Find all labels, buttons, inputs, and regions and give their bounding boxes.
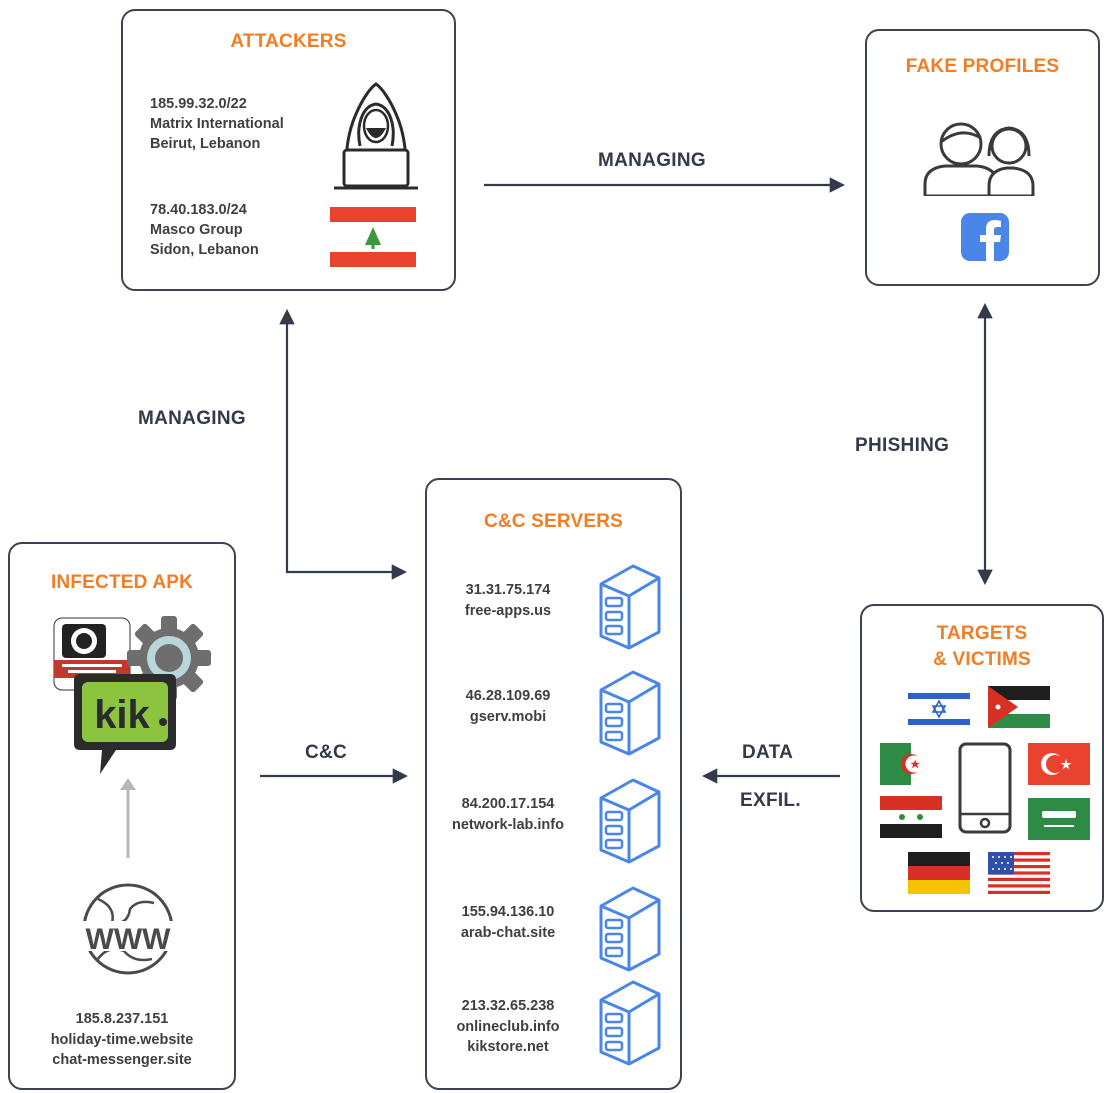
algeria-flag-icon (880, 743, 942, 785)
camera-app-icon (53, 617, 131, 691)
server-icon (593, 558, 665, 655)
attacker-entry-2: 78.40.183.0/24 Masco Group Sidon, Lebano… (150, 200, 259, 260)
server-entry: 155.94.136.10 arab-chat.site (438, 902, 578, 943)
smartphone-icon (958, 742, 1012, 834)
attacker-entry-1: 185.99.32.0/22 Matrix International Beir… (150, 94, 284, 154)
managing-label-top: MANAGING (598, 150, 706, 171)
managing-label-left: MANAGING (138, 408, 246, 429)
upload-arrow (120, 778, 136, 858)
server-entry: 213.32.65.238 onlineclub.info kikstore.net (438, 996, 578, 1058)
syria-flag-icon (880, 796, 942, 838)
turkey-flag-icon (1028, 743, 1090, 785)
server-ip: 84.200.17.154 (461, 796, 555, 812)
users-icon (923, 122, 1035, 196)
usa-flag-icon (988, 852, 1050, 894)
exfil-label: EXFIL. (740, 790, 801, 811)
fake-profiles-box: FAKE PROFILES (865, 29, 1100, 286)
phishing-label: PHISHING (855, 435, 950, 456)
israel-flag-icon (908, 688, 970, 730)
attacker-location: Sidon, Lebanon (150, 242, 259, 258)
jordan-flag-icon (988, 686, 1050, 728)
targets-title-line2: & VICTIMS (933, 649, 1031, 670)
attacker-org: Masco Group (150, 222, 243, 238)
server-ip: 46.28.109.69 (465, 688, 551, 704)
server-host: gserv.mobi (469, 708, 547, 725)
server-entry: 46.28.109.69 gserv.mobi (438, 686, 578, 727)
server-host: free-apps.us (464, 602, 552, 619)
attacker-ip: 185.99.32.0/22 (150, 96, 247, 112)
attacker-ip: 78.40.183.0/24 (150, 202, 247, 218)
kik-app-icon: kik (74, 674, 176, 774)
germany-flag-icon (908, 852, 970, 894)
attackers-box: ATTACKERS 185.99.32.0/22 Matrix Internat… (121, 9, 456, 291)
infected-apk-title: INFECTED APK (50, 572, 194, 593)
fake-profiles-title: FAKE PROFILES (905, 56, 1060, 77)
cc-servers-title: C&C SERVERS (483, 511, 624, 532)
server-host: arab-chat.site (460, 924, 556, 941)
www-globe-icon: WWW (68, 883, 188, 975)
server-host: onlineclub.info (456, 1018, 560, 1035)
apk-host: chat-messenger.site (52, 1052, 192, 1068)
server-host: network-lab.info (452, 816, 564, 833)
hacker-icon (334, 82, 418, 190)
server-ip: 155.94.136.10 (461, 904, 555, 920)
server-icon (593, 664, 665, 761)
data-label: DATA (742, 742, 794, 763)
server-entry: 31.31.75.174 free-apps.us (438, 580, 578, 621)
cc-label: C&C (305, 742, 348, 763)
targets-title-line1: TARGETS (936, 623, 1028, 644)
apk-host: holiday-time.website (50, 1031, 194, 1048)
managing-arrow-left (279, 308, 408, 580)
attacker-org: Matrix International (150, 116, 284, 132)
saudi-arabia-flag-icon (1028, 798, 1090, 840)
server-entry: 84.200.17.154 network-lab.info (438, 794, 578, 835)
kik-logo-text: kik (94, 693, 150, 737)
lebanon-flag-icon (330, 207, 416, 267)
server-icon (593, 974, 665, 1071)
server-icon (593, 880, 665, 977)
attackers-title: ATTACKERS (230, 31, 347, 52)
server-icon (593, 772, 665, 869)
infected-apk-box: INFECTED APK (8, 542, 236, 1090)
apk-ip: 185.8.237.151 (75, 1011, 169, 1027)
server-ip: 31.31.75.174 (465, 582, 551, 598)
server-host: kikstore.net (467, 1039, 549, 1055)
targets-box: TARGETS & VICTIMS (860, 604, 1104, 912)
server-ip: 213.32.65.238 (461, 998, 555, 1014)
apk-host-info: 185.8.237.151 holiday-time.website chat-… (10, 1009, 234, 1071)
attacker-location: Beirut, Lebanon (150, 136, 261, 152)
www-text: WWW (86, 923, 172, 956)
facebook-icon (961, 213, 1009, 261)
